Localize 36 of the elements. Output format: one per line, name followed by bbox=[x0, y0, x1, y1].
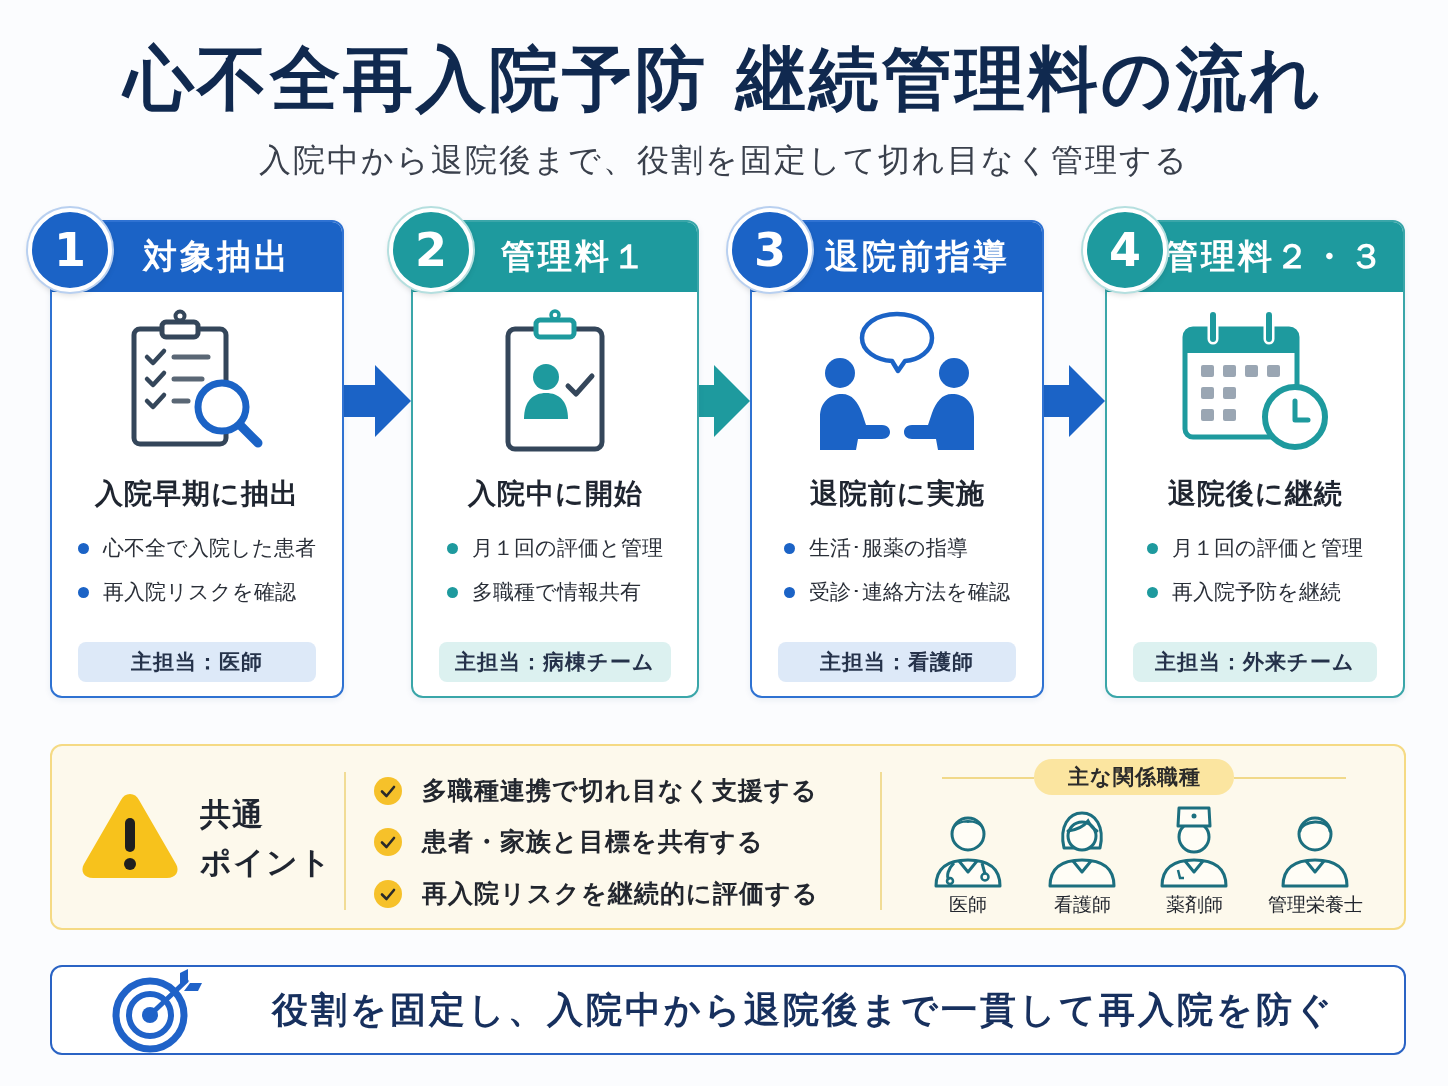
step-number: 2 bbox=[389, 208, 473, 292]
flow-arrow bbox=[699, 365, 750, 437]
step-number: 4 bbox=[1083, 208, 1167, 292]
step-heading: 入院早期に抽出 bbox=[93, 476, 300, 512]
summary-text: 役割を固定し、入院中から退院後まで一貫して再入院を防ぐ bbox=[272, 987, 1335, 1032]
bullet-text: 心不全で入院した患者 bbox=[103, 535, 316, 562]
point-text: 再入院リスクを継続的に評価する bbox=[422, 877, 819, 910]
step-heading: 退院前に実施 bbox=[808, 476, 986, 512]
summary-banner bbox=[50, 965, 1406, 1055]
step-heading: 退院後に継続 bbox=[1166, 476, 1344, 512]
flow-arrow bbox=[344, 365, 411, 437]
section-label: 主な関係職種 bbox=[1034, 759, 1234, 795]
bullet-text: 再入院リスクを確認 bbox=[103, 579, 296, 606]
points-heading: 共通ポイント bbox=[200, 795, 333, 882]
flow-arrow bbox=[1044, 365, 1105, 437]
bullet-text: 再入院予防を継続 bbox=[1172, 579, 1341, 606]
bullet-text: 受診･連絡方法を確認 bbox=[809, 579, 1010, 606]
step-number: 3 bbox=[728, 208, 812, 292]
role-caption: 管理栄養士 bbox=[1267, 892, 1363, 916]
point-text: 患者・家族と目標を共有する bbox=[422, 826, 764, 859]
point-text: 多職種連携で切れ目なく支援する bbox=[422, 774, 818, 807]
owner-tag: 主担当：病棟チーム bbox=[439, 642, 671, 682]
owner-tag: 主担当：医師 bbox=[78, 642, 316, 682]
owner-tag: 主担当：看護師 bbox=[778, 642, 1016, 682]
subtitle: 入院中から退院後まで、役割を固定して切れ目なく管理する bbox=[259, 140, 1189, 181]
role-caption: 医師 bbox=[949, 892, 987, 916]
role-caption: 看護師 bbox=[1053, 892, 1111, 916]
bullet-text: 多職種で情報共有 bbox=[472, 579, 641, 606]
bullet-text: 生活･服薬の指導 bbox=[809, 535, 968, 562]
bullet-text: 月１回の評価と管理 bbox=[1172, 535, 1363, 562]
owner-tag: 主担当：外来チーム bbox=[1133, 642, 1377, 682]
points-panel bbox=[50, 744, 1406, 930]
step-number: 1 bbox=[28, 208, 112, 292]
step-heading: 入院中に開始 bbox=[466, 476, 644, 512]
bullet-text: 月１回の評価と管理 bbox=[472, 535, 663, 562]
role-caption: 薬剤師 bbox=[1165, 892, 1223, 916]
